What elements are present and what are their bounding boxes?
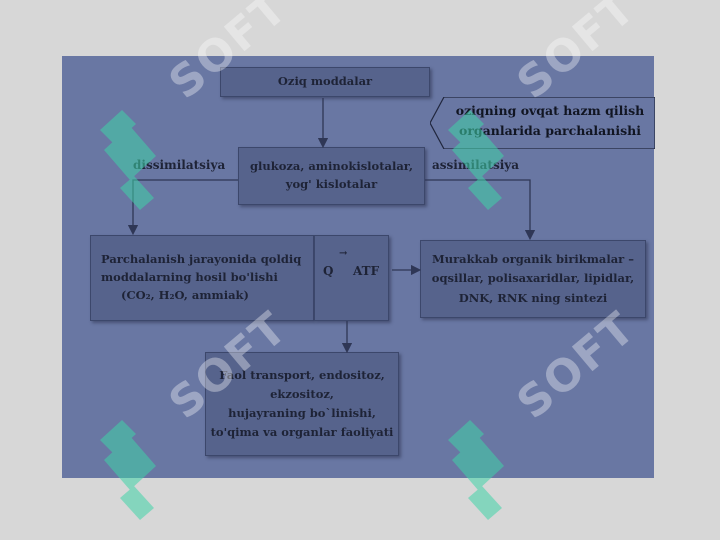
node-energy: Q → ATF	[314, 235, 389, 321]
node-cell-activity-line-3: hujayraning bo`linishi,	[228, 406, 376, 420]
node-cell-activity-line-1: Faol transport, endositoz,	[219, 368, 385, 383]
arrow-center-to-left	[127, 179, 238, 236]
node-nutrients: Oziq moddalar	[220, 67, 430, 97]
node-breakdown-line-1: Parchalanish jarayonida qoldiq	[101, 252, 302, 267]
node-breakdown-line-2: moddalarning hosil bo'lishi	[101, 270, 278, 285]
node-synthesis-line-2: oqsillar, polisaxaridlar, lipidlar,	[431, 271, 635, 286]
node-synthesis-line-1: Murakkab organik birikmalar –	[431, 251, 634, 266]
energy-arrow-label: →	[339, 248, 348, 259]
node-nutrients-label: Oziq moddalar	[277, 74, 373, 89]
node-monomers-line-1: glukoza, aminokislotalar,	[249, 159, 414, 174]
node-monomers-line-2: yog' kislotalar	[285, 177, 378, 191]
node-monomers: glukoza, aminokislotalar, yog' kislotala…	[238, 147, 425, 205]
energy-atf-label: ATF	[353, 264, 380, 278]
arrow-center-to-right	[425, 179, 536, 241]
energy-q-label: Q	[323, 264, 334, 278]
node-breakdown: Parchalanish jarayonida qoldiq moddalarn…	[90, 235, 314, 321]
node-cell-activity: Faol transport, endositoz, ekzositoz, hu…	[205, 352, 399, 456]
node-synthesis: Murakkab organik birikmalar – oqsillar, …	[420, 240, 646, 318]
node-cell-activity-line-2: ekzositoz,	[270, 387, 334, 402]
node-cell-activity-line-4: to'qima va organlar faoliyati	[210, 424, 394, 439]
edge-label-dissimilation: dissimilatsiya	[133, 158, 226, 172]
callout-line-2: organlarida parchalanishi	[458, 123, 641, 138]
node-synthesis-line-3: DNK, RNK ning sintezi	[458, 290, 608, 305]
node-breakdown-line-3: (CO₂, H₂O, ammiak)	[121, 287, 249, 302]
